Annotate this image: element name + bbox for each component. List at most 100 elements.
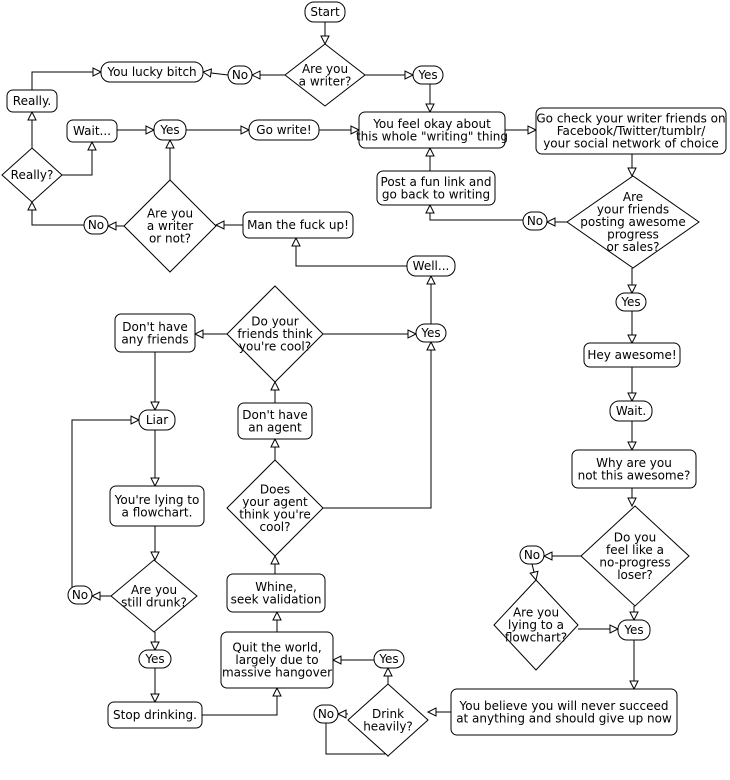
node-label: still drunk? <box>121 595 187 609</box>
arrowhead-icon <box>145 125 156 135</box>
edge-q_won-yes2 <box>165 138 175 180</box>
decision-diamond <box>347 683 429 757</box>
edge-really_q-really_box <box>27 110 37 148</box>
node-label: Start <box>310 5 340 19</box>
node-label: Really? <box>11 168 54 182</box>
node-label: Wait... <box>73 124 111 138</box>
process-box <box>107 701 203 729</box>
edge-yes4-hey <box>627 311 637 345</box>
arrowhead-icon <box>627 392 637 403</box>
node-wait-dots: Wait... <box>66 119 118 143</box>
node-label: any friends <box>121 332 188 346</box>
terminal-box <box>415 323 447 343</box>
arrowhead-icon <box>250 70 261 80</box>
edge-whine-q_ac <box>270 554 280 574</box>
edge-feel_okay-check <box>505 125 538 135</box>
terminal-box <box>519 545 545 565</box>
edge-q_won-no2 <box>106 221 124 231</box>
edge-well-man_up <box>291 236 407 267</box>
arrowhead-icon <box>272 686 282 697</box>
terminal-box <box>615 292 647 312</box>
node-yes2: Yes <box>153 119 187 141</box>
node-label: flowchart? <box>505 631 567 645</box>
node-label: Stop drinking. <box>113 708 197 722</box>
node-label: No <box>527 214 543 228</box>
connector-line <box>31 71 101 90</box>
node-lying: You're lying toa flowchart. <box>109 485 205 527</box>
decision-diamond <box>566 175 700 269</box>
edge-q_drink-no6 <box>336 709 348 719</box>
node-label: progress <box>607 228 659 242</box>
connector-line <box>295 238 407 267</box>
edge-go_write-feel_okay <box>319 125 361 135</box>
arrowhead-icon <box>336 709 347 719</box>
node-label: No <box>232 68 248 82</box>
node-go-write: Go write! <box>248 119 320 141</box>
node-no5: No <box>67 585 93 605</box>
node-yes5: Yes <box>617 619 651 641</box>
node-label: seek validation <box>231 592 322 606</box>
terminal-box <box>373 649 405 669</box>
terminal-box <box>67 585 93 605</box>
node-label: this whole "writing" thing <box>356 129 508 143</box>
arrowhead-icon <box>404 70 415 80</box>
node-yes4: Yes <box>615 292 647 312</box>
edge-hey-wait <box>627 367 637 403</box>
node-label: Drink <box>372 707 404 721</box>
edge-q_writer-no1 <box>250 70 285 80</box>
node-label: You believe you will never succeed <box>459 699 669 713</box>
arrowhead-icon <box>383 666 393 677</box>
terminal-box <box>83 215 109 235</box>
arrowhead-icon <box>27 200 37 211</box>
arrowhead-icon <box>150 693 160 704</box>
decision-diamond <box>580 505 690 607</box>
arrowhead-icon <box>291 236 301 247</box>
node-label: no-progress <box>599 555 670 569</box>
node-label: You're lying to <box>114 493 200 507</box>
arrowhead-icon <box>150 477 160 488</box>
edge-no_agent-q_fc <box>270 380 280 403</box>
node-label: Yes <box>620 295 640 309</box>
node-label: Are you <box>302 62 348 76</box>
edge-lying-q_drunk <box>150 526 160 562</box>
node-label: Yes <box>623 623 643 637</box>
edge-no_friends-liar <box>150 352 160 412</box>
terminal-box <box>138 409 176 431</box>
arrowhead-icon <box>150 401 160 412</box>
terminal-box <box>248 119 320 141</box>
edge-yes2-go_write <box>186 125 251 135</box>
node-lucky: You lucky bitch <box>100 61 204 83</box>
arrowhead-icon <box>627 167 637 178</box>
arrowhead-icon <box>545 217 556 227</box>
connector-line <box>323 342 432 509</box>
node-label: not this awesome? <box>578 468 691 482</box>
edge-liar-lying <box>150 430 160 488</box>
node-label: your social network of choice <box>543 137 719 151</box>
node-wait: Wait. <box>609 400 653 422</box>
edge-why-q_np <box>627 488 637 508</box>
node-label: You lucky bitch <box>106 65 196 79</box>
arrowhead-icon <box>270 380 280 391</box>
process-box <box>114 313 196 353</box>
edge-wait-why <box>627 421 637 452</box>
node-label: lying to a <box>508 618 564 632</box>
node-label: No <box>88 218 104 232</box>
arrowhead-icon <box>87 140 97 151</box>
node-label: largely due to <box>235 653 318 667</box>
node-man-up: Man the fuck up! <box>242 211 354 239</box>
edge-start-q_writer <box>320 22 330 46</box>
decision-diamond <box>1 147 63 203</box>
node-label: Are <box>623 190 643 204</box>
node-label: Yes <box>159 123 179 137</box>
edge-yes1-feel_okay <box>425 84 435 114</box>
node-no1: No <box>227 65 253 85</box>
